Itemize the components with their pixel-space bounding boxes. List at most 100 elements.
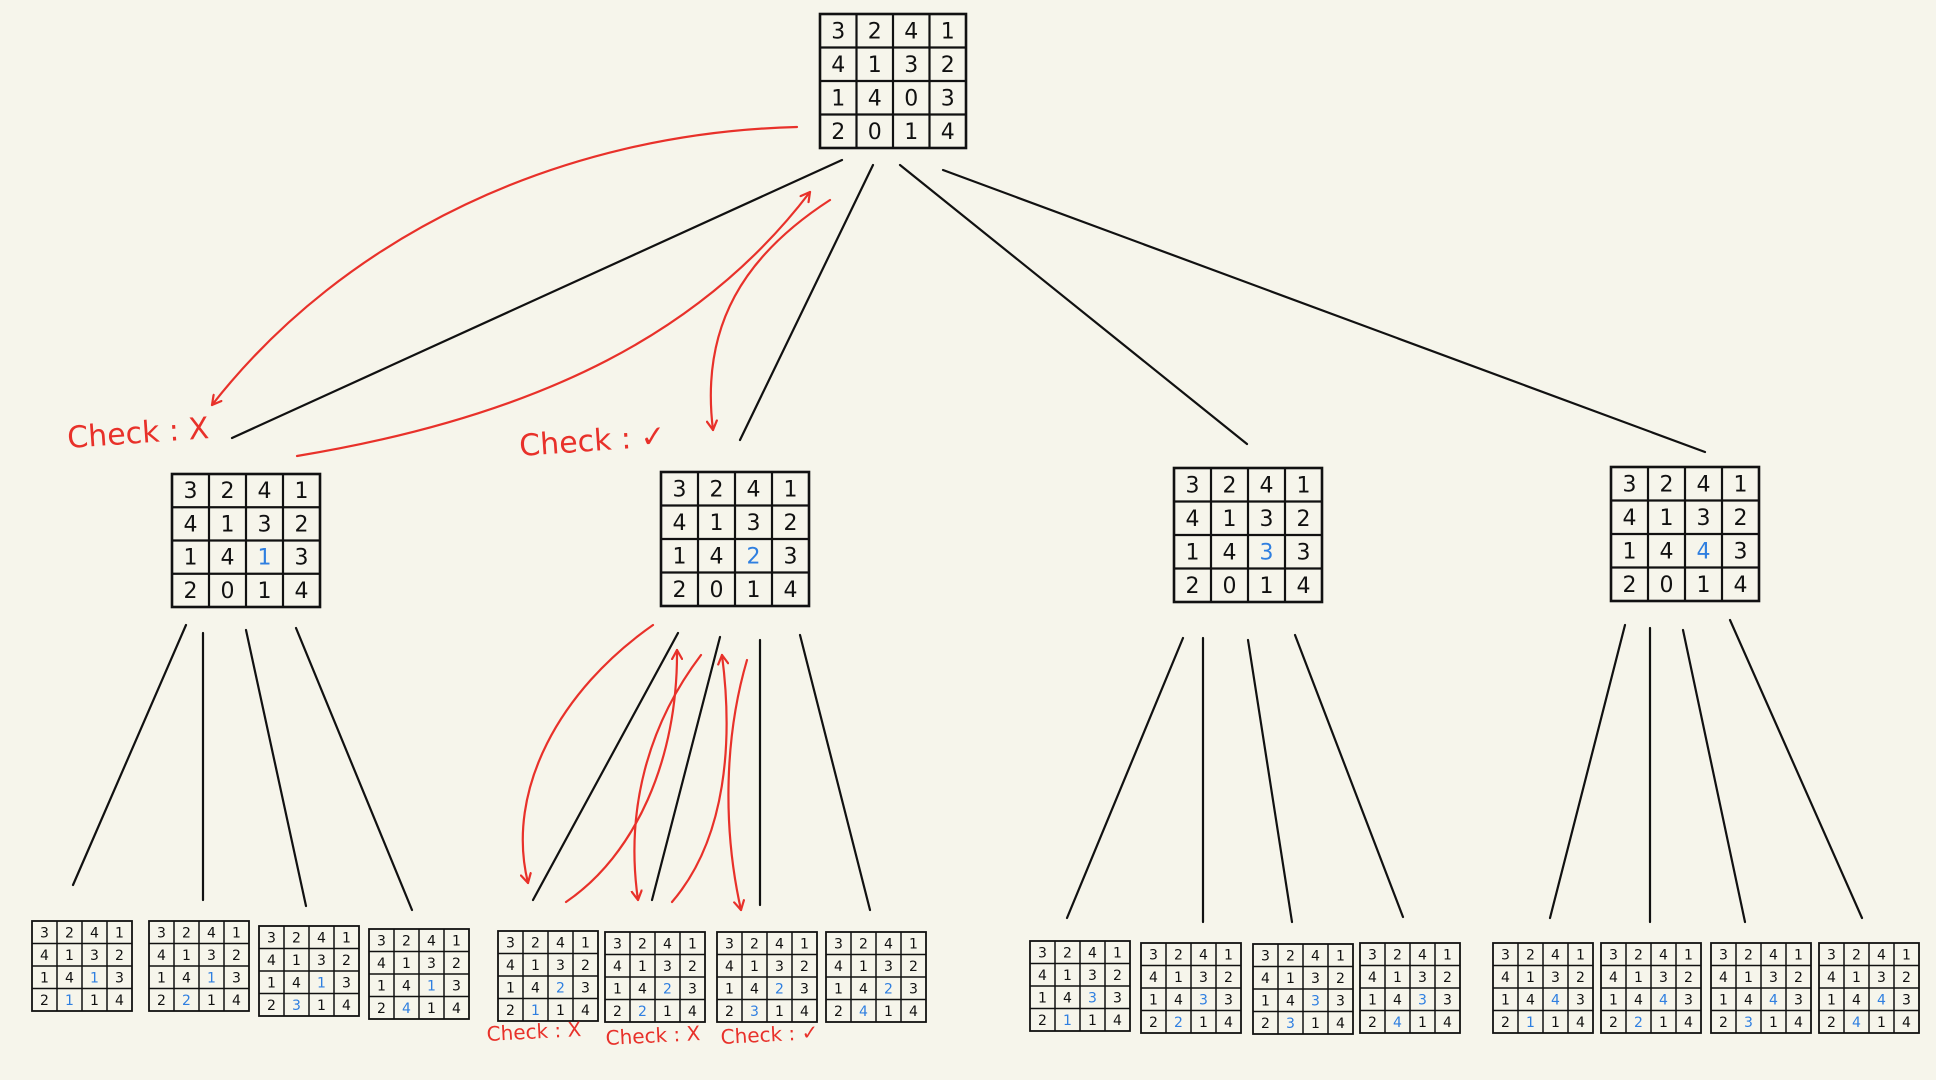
grid-cell: 4: [90, 925, 99, 941]
grid-cell: 3: [1224, 992, 1233, 1008]
grid-cell: 2: [1734, 506, 1748, 531]
grid-cell: 4: [1526, 992, 1535, 1008]
grid-cell: 3: [1418, 992, 1427, 1008]
grid-cell: 4: [1684, 1015, 1693, 1031]
grid-cell: 3: [1719, 947, 1728, 963]
check-label-root-b: Check : ✓: [518, 419, 667, 464]
grid-cell: 3: [1286, 1016, 1295, 1032]
grid-cell: 2: [1368, 1015, 1377, 1031]
grid-cell: 1: [1418, 1015, 1427, 1031]
grid-cell: 1: [725, 981, 734, 997]
grid-cell: 2: [581, 958, 590, 974]
grid-cell: 3: [800, 981, 809, 997]
grid-cell: 2: [1501, 1015, 1510, 1031]
grid-cell: 1: [1260, 574, 1274, 599]
grid-cell: 2: [638, 1004, 647, 1020]
grid-cell: 3: [613, 936, 622, 952]
grid-cell: 1: [613, 981, 622, 997]
grid-cell: 4: [1660, 539, 1674, 564]
grid-cell: 3: [1576, 992, 1585, 1008]
grid-cell: 2: [1576, 970, 1585, 986]
grid-cell: 1: [1609, 992, 1618, 1008]
grid-cell: 4: [402, 1001, 411, 1017]
grid-cell: 2: [1063, 945, 1072, 961]
arrow-b2-back-to-b: [670, 653, 727, 904]
grid-cell: 3: [377, 933, 386, 949]
grid-cell: 3: [40, 925, 49, 941]
grid-cell: 3: [207, 948, 216, 964]
grid-cell: 1: [868, 53, 882, 78]
grid-cell: 2: [556, 980, 565, 996]
grid-cell: 3: [258, 512, 272, 537]
grid-cell: 1: [65, 993, 74, 1009]
grid-cell: 3: [581, 980, 590, 996]
grid-cell: 4: [1769, 992, 1778, 1008]
grid-cell: 3: [1186, 473, 1200, 498]
grid-cell: 1: [1634, 970, 1643, 986]
grid-cell: 4: [1186, 507, 1200, 532]
grid-cell: 3: [1794, 992, 1803, 1008]
grid-cell: 1: [292, 953, 301, 969]
grid-cell: 2: [221, 479, 235, 504]
grid-cell: 3: [1368, 947, 1377, 963]
grid-cell: 1: [1769, 1015, 1778, 1031]
grid-cell: 4: [1393, 1015, 1402, 1031]
grid-cell: 1: [402, 956, 411, 972]
grid-cell: 2: [1113, 968, 1122, 984]
grid-cell: 1: [258, 546, 272, 571]
grid-cell: 4: [638, 981, 647, 997]
grid-cell: 1: [1286, 971, 1295, 987]
grid-cell: 0: [221, 579, 235, 604]
grid-cell: 4: [402, 978, 411, 994]
grid-cell: 2: [1038, 1013, 1047, 1029]
grid-cell: 2: [1186, 574, 1200, 599]
grid-cell: 4: [1311, 948, 1320, 964]
grid-cell: 3: [1827, 947, 1836, 963]
grid-cell: 3: [1418, 970, 1427, 986]
grid-cell: 1: [427, 978, 436, 994]
grid-cell: 1: [317, 975, 326, 991]
grid-cell: 3: [1297, 540, 1311, 565]
grid-cell: 1: [1336, 948, 1345, 964]
grid-cell: 1: [800, 936, 809, 952]
grid-cell: 1: [506, 980, 515, 996]
grid-cell: 3: [1260, 507, 1274, 532]
grid-cell: 2: [725, 1004, 734, 1020]
grid-cell: 3: [1609, 947, 1618, 963]
grid-cell: 1: [1719, 992, 1728, 1008]
grid-cell: 1: [1311, 1016, 1320, 1032]
grid-cell: 2: [663, 981, 672, 997]
tree-edges: [71, 158, 1864, 924]
grid-cell: 4: [40, 948, 49, 964]
arrow-b1-back-to-b: [564, 648, 677, 904]
grid-cell: 4: [182, 970, 191, 986]
grid-cell: 3: [317, 953, 326, 969]
grid-cell: 1: [267, 975, 276, 991]
grid-cell: 1: [452, 933, 461, 949]
grid-cell: 4: [184, 512, 198, 537]
grid-cell: 2: [1297, 507, 1311, 532]
grid-cell: 3: [1501, 947, 1510, 963]
grid-cell: 4: [1827, 970, 1836, 986]
grid-cell: 3: [292, 998, 301, 1014]
grid-cell: 4: [784, 578, 798, 603]
grid-cell: 4: [800, 1004, 809, 1020]
grid-cell: 4: [1199, 947, 1208, 963]
grid-cell: 4: [941, 120, 955, 145]
grid-cell: 4: [909, 1004, 918, 1020]
grid-cell: 1: [884, 1004, 893, 1020]
grid-cell: 2: [1719, 1015, 1728, 1031]
grid-cell: 4: [258, 479, 272, 504]
grid-cell: 4: [232, 993, 241, 1009]
grid-cell: 2: [1684, 970, 1693, 986]
grid-cell: 4: [1769, 947, 1778, 963]
grid-cell: 0: [868, 120, 882, 145]
grid-cell: 1: [531, 1003, 540, 1019]
grid-cell: 2: [1261, 1016, 1270, 1032]
grid-cell: 1: [1038, 990, 1047, 1006]
